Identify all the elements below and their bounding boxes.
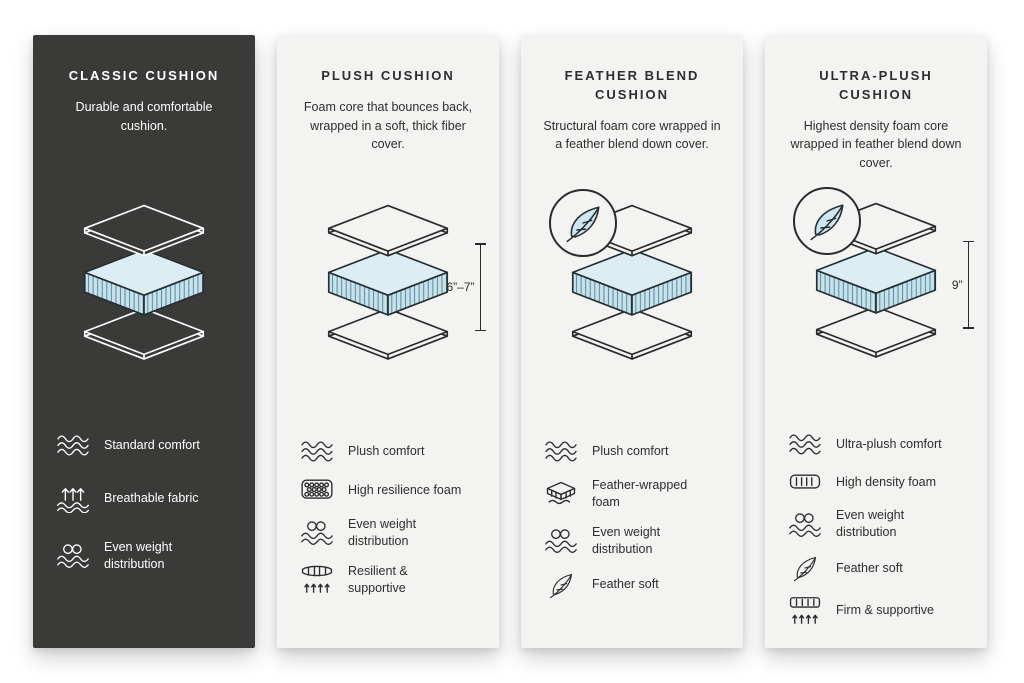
height-dimension: 6”–7”: [446, 243, 484, 331]
wave-comfort-icon: [543, 439, 579, 464]
feather-badge: [793, 186, 861, 255]
even-weight-icon: [543, 527, 579, 554]
cushion-layers-icon: [327, 204, 449, 360]
feature-list: Standard comfort Breathable fabric Even …: [53, 433, 235, 573]
feature-label: Breathable fabric: [104, 491, 199, 506]
feature-row: Even weight distribution: [543, 524, 723, 558]
cushion-illustration: [53, 187, 235, 413]
feature-label: Feather-wrapped foam: [592, 478, 688, 509]
dimension-line: [964, 240, 972, 329]
panel-classic-cushion: CLASSIC CUSHION Durable and comfortable …: [33, 35, 255, 648]
high-density-foam-icon: [787, 470, 823, 494]
panel-description: Durable and comfortable cushion.: [75, 99, 213, 133]
feature-label: Firm & supportive: [836, 603, 934, 618]
feature-label: Feather soft: [836, 560, 903, 575]
feature-label: High resilience foam: [348, 482, 462, 497]
feature-row: Even weight distribution: [55, 539, 235, 573]
panel-header: PLUSH CUSHION Foam core that bounces bac…: [297, 67, 479, 187]
firm-supportive-icon: [787, 595, 823, 626]
feature-label: Plush comfort: [348, 444, 425, 459]
feature-row: Breathable fabric: [55, 484, 235, 513]
even-weight-icon: [55, 542, 91, 569]
breathable-fabric-icon: [55, 484, 91, 513]
dimension-label: 6”–7”: [446, 280, 475, 294]
wave-comfort-icon: [299, 439, 335, 464]
panel-title: CLASSIC CUSHION: [68, 68, 220, 83]
cushion-layers-icon: [83, 204, 205, 360]
feature-label: Ultra-plush comfort: [836, 437, 942, 452]
panel-title: FEATHER BLEND CUSHION: [564, 68, 700, 102]
even-weight-icon: [299, 519, 335, 546]
feather-icon: [543, 571, 579, 599]
feature-row: Resilient & supportive: [299, 563, 479, 597]
feature-row: High density foam: [787, 470, 967, 494]
feature-row: Feather soft: [787, 554, 967, 582]
panel-description: Structural foam core wrapped in a feathe…: [543, 118, 721, 152]
feather-badge: [549, 189, 617, 257]
panel-title: PLUSH CUSHION: [321, 68, 455, 83]
even-weight-icon: [787, 511, 823, 538]
cushion-illustration: 6”–7”: [297, 187, 484, 413]
feather-icon: [562, 202, 604, 244]
panel-header: FEATHER BLEND CUSHION Structural foam co…: [541, 67, 723, 187]
panel-ultra-plush-cushion: ULTRA-PLUSH CUSHION Highest density foam…: [765, 35, 987, 648]
cushion-illustration: 9”: [785, 185, 972, 407]
dimension-label: 9”: [951, 277, 963, 292]
cushion-illustration: [541, 187, 723, 413]
feature-row: Standard comfort: [55, 433, 235, 458]
feature-row: Plush comfort: [299, 439, 479, 464]
panel-plush-cushion: PLUSH CUSHION Foam core that bounces bac…: [277, 35, 499, 648]
feature-label: Feather soft: [592, 577, 659, 592]
panel-title: ULTRA-PLUSH CUSHION: [819, 68, 933, 102]
feather-wrapped-foam-icon: [543, 480, 579, 507]
feather-icon: [806, 200, 848, 242]
resilient-supportive-icon: [299, 564, 335, 595]
wave-comfort-icon: [787, 432, 823, 457]
feature-label: Even weight distribution: [836, 508, 905, 540]
feature-label: Even weight distribution: [104, 540, 173, 571]
feature-row: Ultra-plush comfort: [787, 432, 967, 457]
feature-row: Firm & supportive: [787, 595, 967, 626]
feature-list: Ultra-plush comfort High density foam Ev…: [785, 432, 967, 626]
feature-row: Even weight distribution: [787, 507, 967, 541]
feature-row: Plush comfort: [543, 439, 723, 464]
feature-label: Resilient & supportive: [348, 563, 408, 595]
panel-description: Foam core that bounces back, wrapped in …: [303, 99, 473, 152]
wave-comfort-icon: [55, 433, 91, 458]
feature-row: High resilience foam: [299, 477, 479, 503]
height-dimension: 9”: [951, 240, 972, 329]
panel-header: ULTRA-PLUSH CUSHION Highest density foam…: [785, 67, 967, 185]
feature-list: Plush comfort Feather-wrapped foam Even …: [541, 439, 723, 599]
panel-description: Highest density foam core wrapped in fea…: [790, 118, 962, 171]
feature-label: Standard comfort: [104, 438, 200, 453]
foam-bubbles-icon: [299, 477, 335, 503]
feature-row: Feather soft: [543, 571, 723, 599]
dimension-line: [476, 243, 484, 331]
feature-label: Even weight distribution: [348, 517, 417, 548]
feature-label: Plush comfort: [592, 444, 669, 459]
feature-label: Even weight distribution: [592, 524, 661, 556]
feature-list: Plush comfort High resilience foam Even …: [297, 439, 479, 597]
feature-row: Feather-wrapped foam: [543, 477, 723, 511]
panel-header: CLASSIC CUSHION Durable and comfortable …: [53, 67, 235, 187]
panel-feather-blend-cushion: FEATHER BLEND CUSHION Structural foam co…: [521, 35, 743, 648]
feature-label: High density foam: [836, 474, 937, 489]
feather-icon: [787, 554, 823, 582]
feature-row: Even weight distribution: [299, 516, 479, 550]
